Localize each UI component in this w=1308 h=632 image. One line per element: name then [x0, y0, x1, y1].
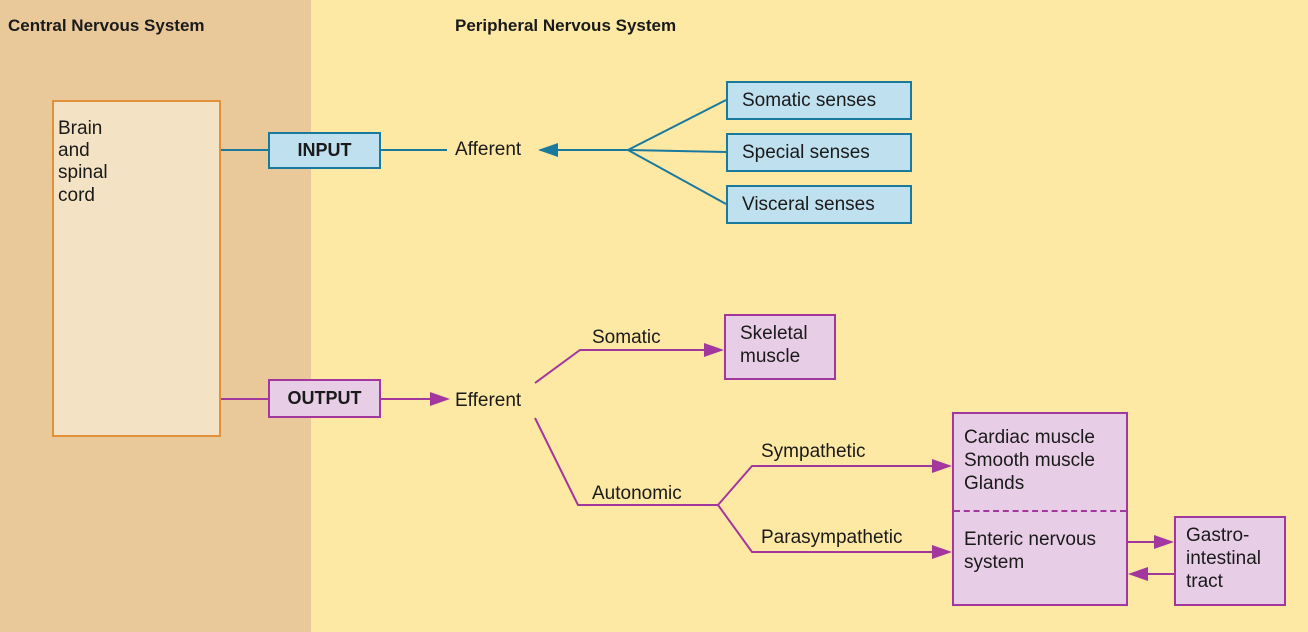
- arrowhead-to-gi: [1154, 535, 1174, 549]
- somatic-senses-box: Somatic senses: [726, 81, 912, 120]
- smooth-muscle-label: Smooth muscle: [964, 450, 1095, 472]
- sympathetic-label: Sympathetic: [761, 441, 866, 462]
- gi-line-1: Gastro-: [1186, 525, 1250, 546]
- somatic-line: [534, 349, 708, 384]
- gi-line-3: tract: [1186, 571, 1223, 593]
- output-box: OUTPUT: [268, 379, 381, 418]
- input-box: INPUT: [268, 132, 381, 169]
- cns-header: Central Nervous System: [8, 16, 205, 35]
- effectors-list: Cardiac muscle Smooth muscle Glands: [964, 426, 1095, 496]
- efferent-label: Efferent: [455, 390, 522, 411]
- special-senses-box: Special senses: [726, 133, 912, 172]
- pns-header: Peripheral Nervous System: [455, 16, 677, 35]
- arrowhead-sympathetic: [932, 459, 952, 473]
- skeletal-line-1: Skeletal: [740, 323, 808, 344]
- autonomic-line: [534, 417, 718, 506]
- special-senses-line: [627, 149, 727, 153]
- brain-line-1: Brain: [58, 118, 103, 139]
- glands-label: Glands: [964, 473, 1025, 495]
- gi-line-2: intestinal: [1186, 548, 1261, 570]
- cardiac-muscle-label: Cardiac muscle: [964, 427, 1095, 448]
- sympathetic-line: [717, 465, 934, 506]
- afferent-label: Afferent: [455, 139, 522, 160]
- somatic-label: Somatic: [592, 327, 661, 348]
- arrowhead-parasympathetic: [932, 545, 952, 559]
- arrowhead-skeletal: [704, 343, 724, 357]
- enteric-nervous-system-label: Enteric nervous system: [964, 528, 1096, 574]
- skeletal-muscle-box: Skeletal muscle: [724, 314, 836, 380]
- autonomic-label: Autonomic: [592, 483, 682, 504]
- dashed-divider: [954, 510, 1126, 512]
- enteric-line-1: Enteric nervous: [964, 529, 1097, 550]
- brain-line-3: spinal: [58, 162, 108, 184]
- brain-line-2: and: [58, 140, 90, 162]
- arrowhead-to-enteric: [1128, 567, 1148, 581]
- brain-spinal-cord-box: [52, 100, 221, 437]
- parasympathetic-label: Parasympathetic: [761, 527, 903, 548]
- somatic-senses-line: [627, 99, 727, 151]
- enteric-line-2: system: [964, 552, 1025, 574]
- brain-spinal-cord-label: Brain and spinal cord: [58, 118, 158, 207]
- skeletal-line-2: muscle: [740, 346, 801, 368]
- visceral-senses-line: [627, 149, 727, 205]
- autonomic-targets-box: Cardiac muscle Smooth muscle Glands Ente…: [952, 412, 1128, 606]
- arrowhead-afferent: [538, 143, 558, 157]
- gastrointestinal-tract-box: Gastro- intestinal tract: [1174, 516, 1286, 606]
- brain-line-4: cord: [58, 184, 95, 206]
- parasympathetic-line: [717, 504, 934, 553]
- arrowhead-efferent: [430, 392, 450, 406]
- visceral-senses-box: Visceral senses: [726, 185, 912, 224]
